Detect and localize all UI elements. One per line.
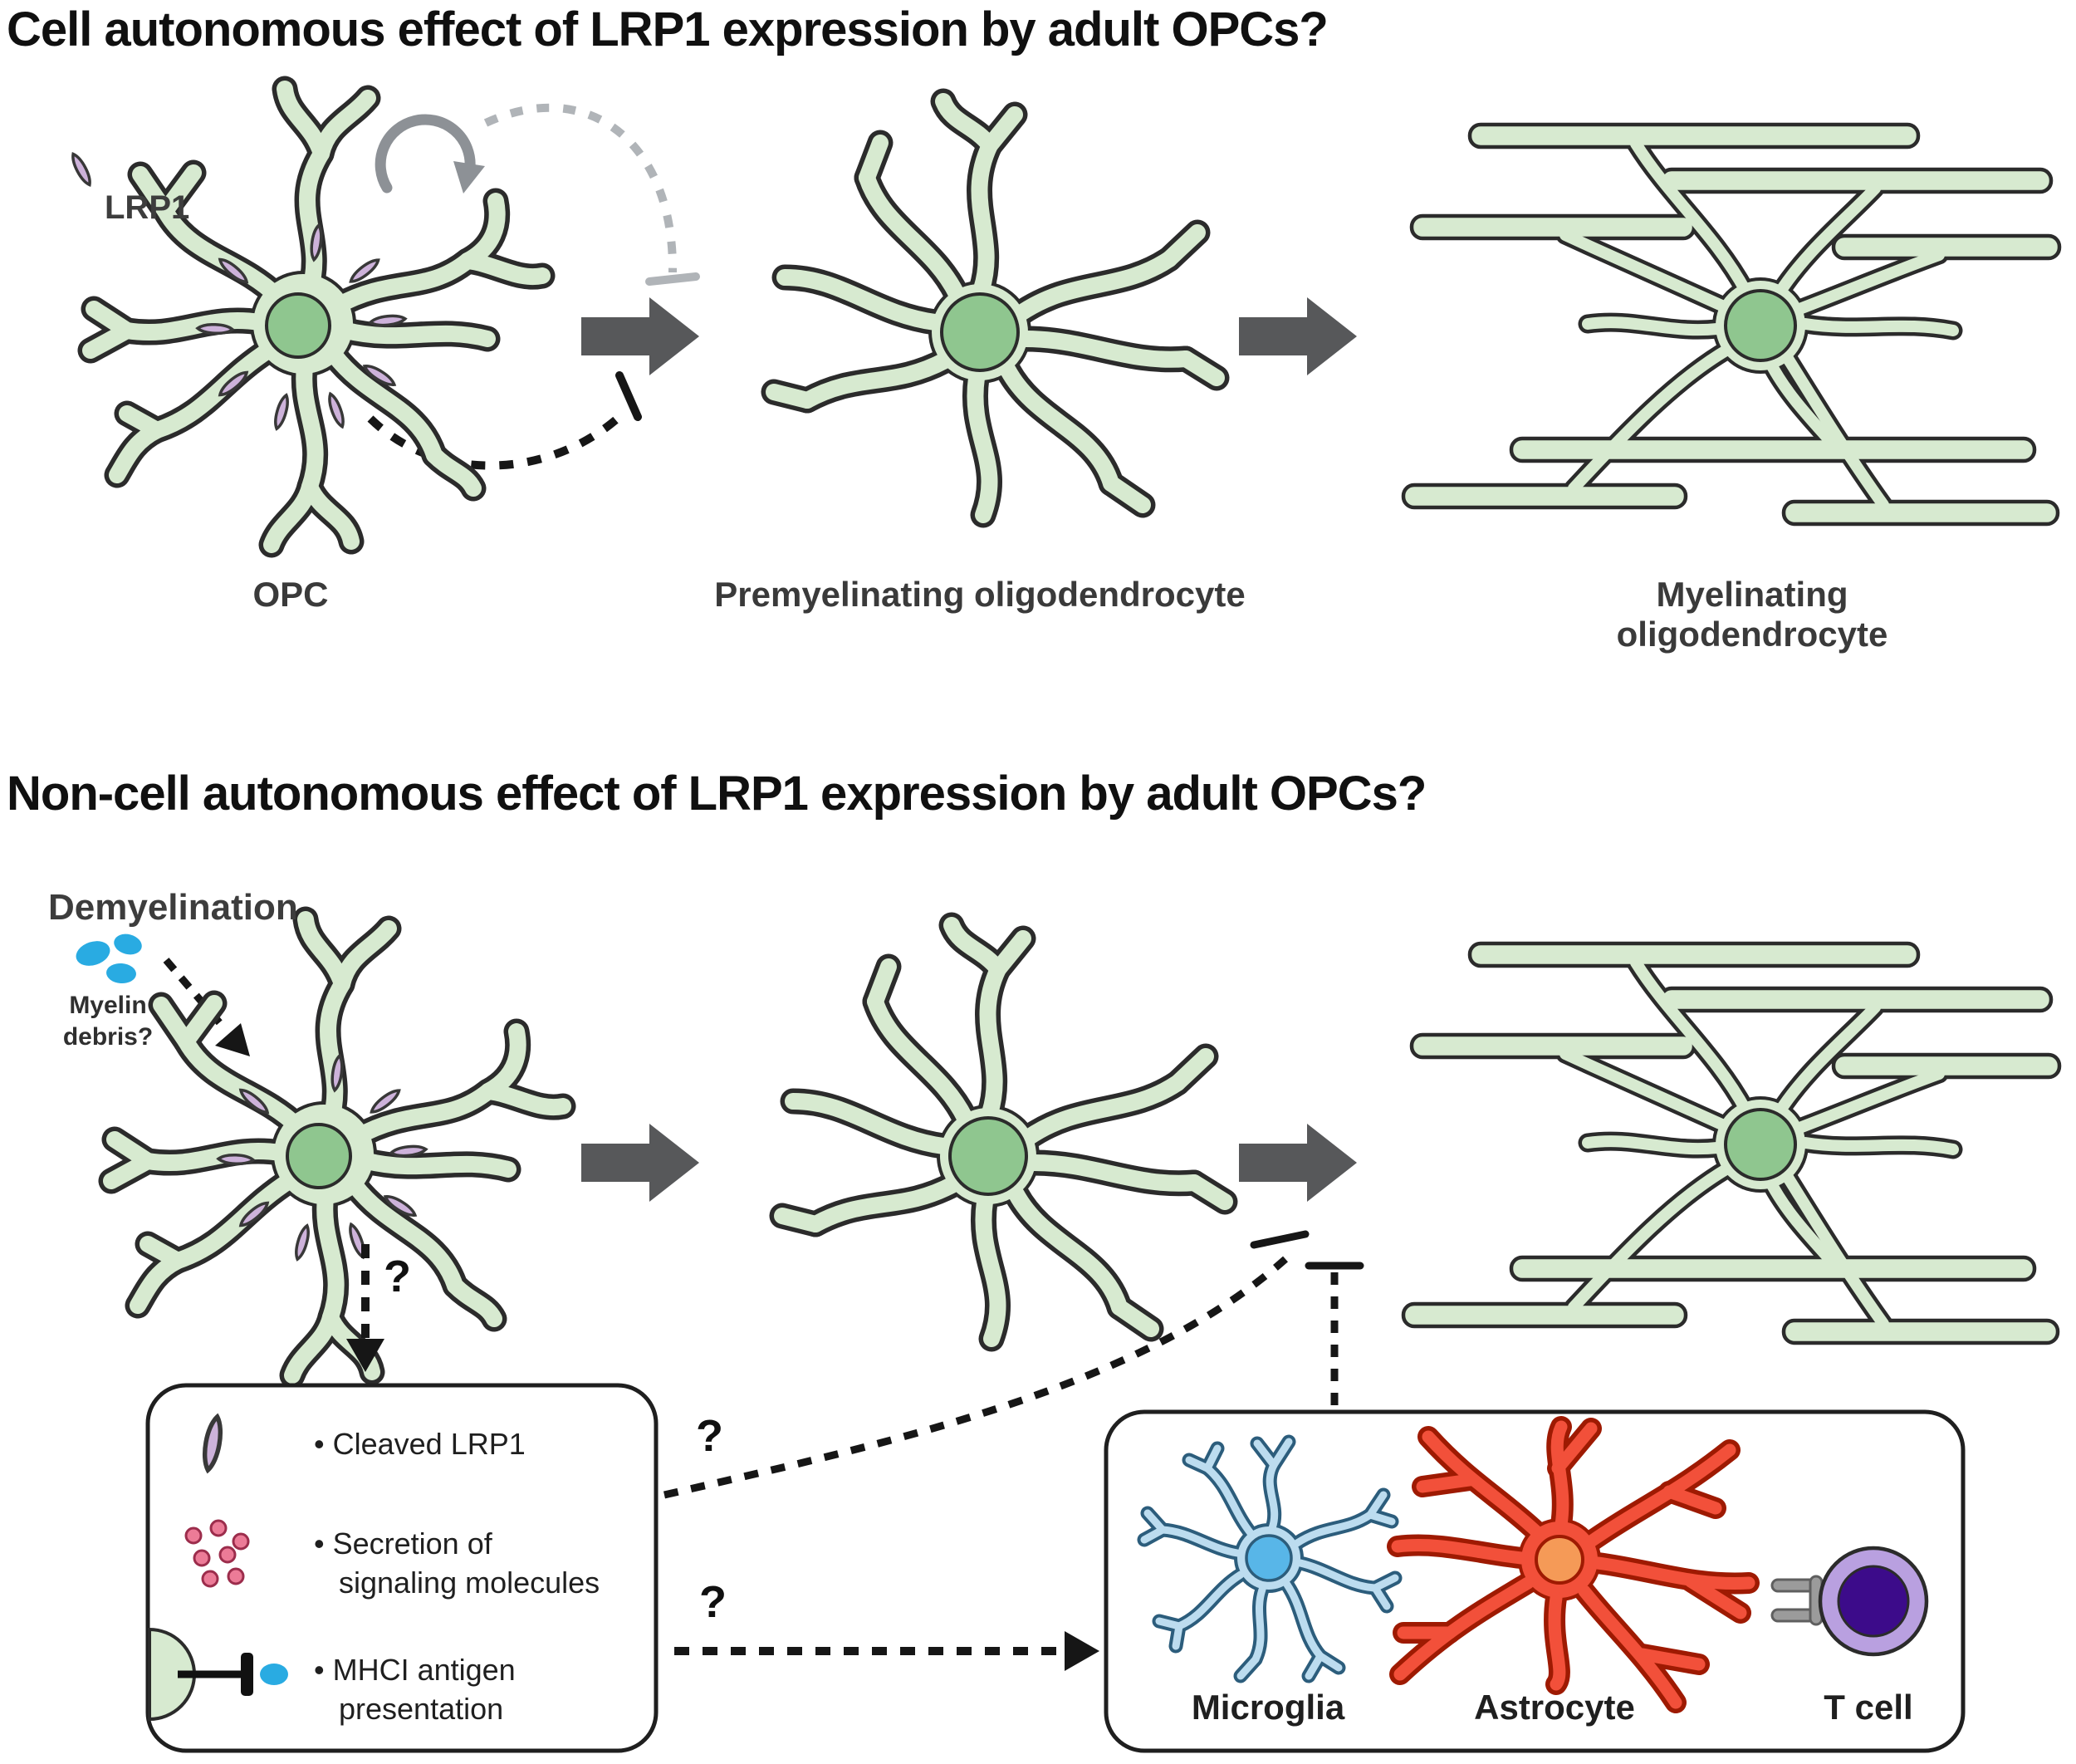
question-mark-glia: ?: [699, 1577, 727, 1627]
arrow-premyelinating-to-myelinating-bottom: [1239, 1124, 1357, 1202]
signaling-molecules-icon: [184, 1519, 250, 1588]
inhibition-arc-black-icon: [367, 371, 642, 470]
section1-title: Cell autonomous effect of LRP1 expressio…: [7, 2, 1329, 56]
opc-secretion-arrow: [346, 1244, 384, 1372]
mechanisms-inhibition-curve: [663, 1230, 1310, 1499]
glia-inhibition-line: [1305, 1262, 1364, 1405]
myelin-debris-label: Myelin debris?: [62, 992, 154, 1051]
myelin-debris-icon: [76, 933, 142, 984]
demyelination-label: Demyelination: [48, 887, 298, 928]
opc-cell-bottom: [111, 919, 563, 1375]
mechanisms-box: [145, 1383, 659, 1753]
lrp1-receptor-icon: [67, 150, 95, 189]
mechanisms-to-glia-arrow: [674, 1631, 1099, 1671]
premyelinating-label: Premyelinating oligodendrocyte: [714, 575, 1246, 614]
section2-title: Non-cell autonomous effect of LRP1 expre…: [7, 767, 1427, 821]
mechanism-item-mhci: • MHCI antigen presentation: [314, 1653, 516, 1726]
self-renewal-arrow-icon: [375, 114, 485, 194]
section1-art: [67, 89, 2059, 545]
myelinating-cell: [1403, 125, 2059, 524]
section2-art: [76, 919, 2059, 1753]
question-mark-secretion: ?: [384, 1252, 411, 1301]
astrocyte-label: Astrocyte: [1474, 1688, 1635, 1727]
tcell-label: T cell: [1824, 1688, 1913, 1727]
opc-label: OPC: [252, 575, 329, 614]
premyelinating-cell-bottom: [782, 925, 1225, 1339]
arrow-premyelinating-to-myelinating: [1239, 297, 1357, 375]
question-mark-inhibition: ?: [696, 1411, 723, 1461]
arrow-opc-to-premyelinating: [581, 297, 699, 375]
lrp1-label: LRP1: [105, 189, 190, 226]
arrow-opc-to-premyelinating-bottom: [581, 1124, 699, 1202]
myelinating-label: Myelinating oligodendrocyte: [1616, 575, 1888, 654]
mhci-presentation-icon: [148, 1627, 288, 1722]
premyelinating-cell: [774, 101, 1217, 515]
mechanism-item-cleaved-lrp1: • Cleaved LRP1: [314, 1427, 526, 1461]
microglia-label: Microglia: [1191, 1688, 1345, 1727]
inhibition-arc-gray-icon: [483, 103, 700, 286]
mechanism-item-secretion: • Secretion of signaling molecules: [314, 1526, 600, 1600]
myelinating-cell-bottom: [1403, 943, 2059, 1343]
